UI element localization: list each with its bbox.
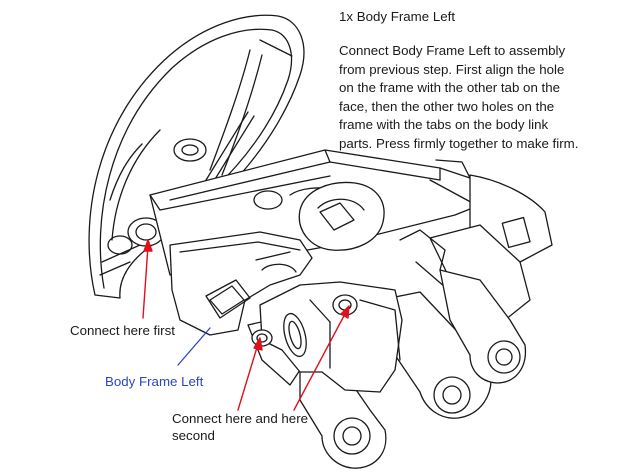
instruction-line: on the frame with the other tab on the <box>339 80 561 96</box>
instruction-line: frame with the tabs on the body link <box>339 117 549 133</box>
center-hub <box>298 181 385 251</box>
part-leader-line <box>177 327 211 366</box>
instruction-line: from previous step. First align the hole <box>339 61 565 77</box>
shell-holes <box>107 217 165 255</box>
right-links <box>399 174 553 321</box>
connect-first-label: Connect here first <box>70 323 175 338</box>
connect-second-line2: second <box>172 428 215 443</box>
instruction-line: face, then the other two holes on the <box>339 98 555 114</box>
step-title: 1x Body Frame Left <box>339 9 456 24</box>
connect-second-label: Connect here and here second <box>172 410 308 444</box>
connect-first-arrow <box>142 239 153 319</box>
connect-second-arrow-left <box>237 337 263 411</box>
body-frame-left-part <box>169 231 313 336</box>
instruction-line: Connect Body Frame Left to assembly <box>339 43 566 58</box>
lower-arms <box>247 269 527 469</box>
front-link <box>251 281 403 393</box>
instruction-line: parts. Press firmly together to make fir… <box>339 135 579 151</box>
instructions: Connect Body Frame Left to assembly from… <box>339 42 578 154</box>
part-name-label: Body Frame Left <box>105 374 204 389</box>
connect-second-line1: Connect here and here <box>172 411 309 426</box>
connect-second-arrow-right <box>293 305 350 411</box>
